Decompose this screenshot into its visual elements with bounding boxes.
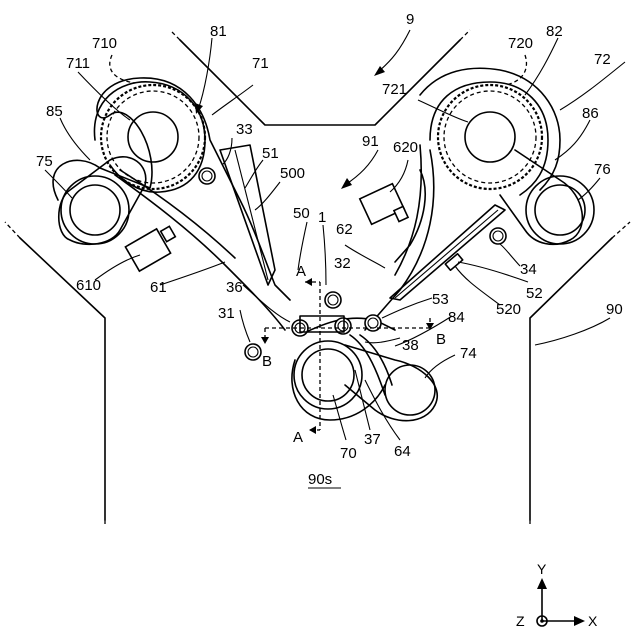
- label-38: 38: [402, 337, 419, 354]
- label-B-right: B: [436, 331, 446, 348]
- label-74: 74: [460, 345, 477, 362]
- figure-caption: 90s: [308, 471, 332, 488]
- label-9: 9: [406, 11, 414, 28]
- actuator-620: [360, 170, 425, 262]
- bolts: [199, 168, 506, 360]
- label-50: 50: [293, 205, 310, 222]
- label-711: 711: [66, 55, 90, 72]
- label-34: 34: [520, 261, 537, 278]
- chain-guides: [220, 145, 505, 300]
- left-cam-assembly: [53, 78, 290, 300]
- label-610: 610: [76, 277, 101, 294]
- label-A-bottom: A: [293, 429, 303, 446]
- label-91: 91: [362, 133, 379, 150]
- label-500: 500: [280, 165, 305, 182]
- label-520: 520: [496, 301, 521, 318]
- label-81: 81: [210, 23, 227, 40]
- label-620: 620: [393, 139, 418, 156]
- label-61: 61: [150, 279, 167, 296]
- label-64: 64: [394, 443, 411, 460]
- label-A-top: A: [296, 263, 306, 280]
- label-36: 36: [226, 279, 243, 296]
- label-32: 32: [334, 255, 351, 272]
- bolt-32: [325, 292, 341, 308]
- label-51: 51: [262, 145, 279, 162]
- label-75: 75: [36, 153, 53, 170]
- label-84: 84: [448, 309, 465, 326]
- label-710: 710: [92, 35, 117, 52]
- bolt-34: [490, 228, 506, 244]
- reference-numerals: 9 81 710 711 71 85 75 33 51 500 50 1 62 …: [36, 11, 623, 462]
- label-85: 85: [46, 103, 63, 120]
- label-1: 1: [318, 209, 326, 226]
- section-lines: [261, 278, 434, 434]
- axis-label-y: Y: [537, 561, 547, 577]
- label-B-left: B: [262, 353, 272, 370]
- label-76: 76: [594, 161, 611, 178]
- label-86: 86: [582, 105, 599, 122]
- label-721: 721: [382, 81, 407, 98]
- label-52: 52: [526, 285, 543, 302]
- bolt-33: [199, 168, 215, 184]
- axis-labels: Y Z X: [516, 561, 598, 629]
- label-62: 62: [336, 221, 353, 238]
- axis-label-x: X: [588, 613, 598, 629]
- label-37: 37: [364, 431, 381, 448]
- label-72: 72: [594, 51, 611, 68]
- label-82: 82: [546, 23, 563, 40]
- axis-label-z: Z: [516, 613, 525, 629]
- axis-indicator: [537, 578, 585, 626]
- label-53: 53: [432, 291, 449, 308]
- label-70: 70: [340, 445, 357, 462]
- label-31: 31: [218, 305, 235, 322]
- figure-caption-group: 90s: [308, 471, 341, 488]
- actuator-610: [125, 226, 175, 271]
- label-90: 90: [606, 301, 623, 318]
- bolt-31: [245, 344, 261, 360]
- label-71: 71: [252, 55, 269, 72]
- label-720: 720: [508, 35, 533, 52]
- label-33: 33: [236, 121, 253, 138]
